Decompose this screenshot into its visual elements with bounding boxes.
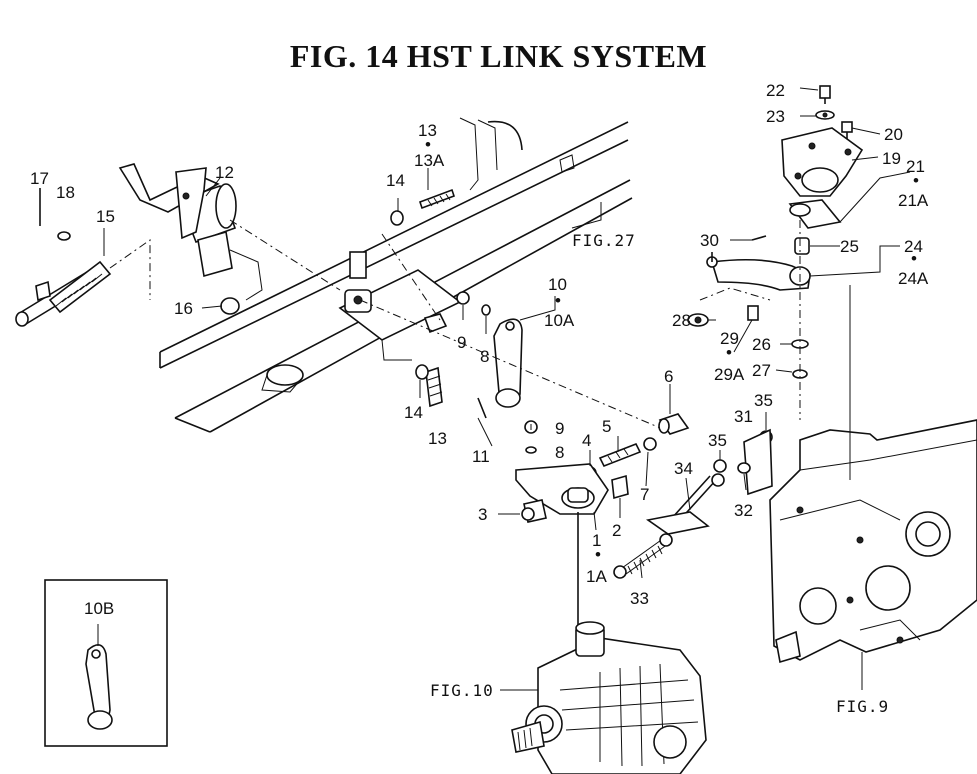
callout-8-upper: 8	[480, 347, 489, 366]
part-24-lever-arm	[706, 252, 811, 291]
callout-3: 3	[478, 505, 487, 524]
part-6-rod-end	[658, 413, 690, 435]
callout-34: 34	[674, 459, 693, 478]
inset-box-10b	[44, 579, 168, 747]
callout-25: 25	[840, 237, 859, 256]
callout-21: 21	[906, 157, 925, 176]
callout-29: 29	[720, 329, 739, 348]
part-30-pin	[751, 235, 767, 241]
part-8-washer-lower	[525, 446, 537, 454]
callout-8-lower: 8	[555, 443, 564, 462]
figure-title: FIG. 14 HST LINK SYSTEM	[289, 38, 708, 74]
part-35-nut-left	[713, 459, 727, 473]
part-5-turnbuckle	[598, 442, 642, 468]
callout-20: 20	[884, 125, 903, 144]
callout-10a-bullet: •	[555, 291, 561, 310]
part-3-ball-joint	[521, 499, 547, 523]
callout-27: 27	[752, 361, 771, 380]
part-9-nut-upper	[456, 291, 470, 305]
callout-22: 22	[766, 81, 785, 100]
callout-13-bottom: 13	[428, 429, 447, 448]
part-23-washer	[815, 110, 835, 120]
callout-29a-bullet: •	[726, 343, 732, 362]
callout-29a: 29A	[714, 365, 745, 384]
part-16-nut	[220, 297, 240, 315]
callout-14-top: 14	[386, 171, 405, 190]
callout-19: 19	[882, 149, 901, 168]
callout-32: 32	[734, 501, 753, 520]
callout-24a: 24A	[898, 269, 929, 288]
callout-26: 26	[752, 335, 771, 354]
callout-10b: 10B	[84, 599, 114, 618]
part-14-nut-bottom	[415, 364, 429, 380]
ref-fig9: FIG.9	[836, 697, 889, 716]
transaxle-housing	[769, 419, 977, 664]
callout-labels: 17 18 15 12 16 13 • 13A 14 FIG.27 10 • 1…	[30, 81, 929, 716]
part-21-lever	[788, 199, 842, 229]
ref-fig10: FIG.10	[430, 681, 494, 700]
part-18-washer	[57, 231, 71, 241]
part-11-pin	[477, 397, 487, 419]
callout-24a-bullet: •	[911, 249, 917, 268]
callout-9-lower: 9	[555, 419, 564, 438]
callout-5: 5	[602, 417, 611, 436]
callout-35-left: 35	[708, 431, 727, 450]
callout-18: 18	[56, 183, 75, 202]
callout-1: 1	[592, 531, 601, 550]
part-14-nut-top	[390, 210, 404, 226]
hst-pump-unit	[511, 621, 707, 774]
callout-31: 31	[734, 407, 753, 426]
callout-11: 11	[472, 447, 490, 466]
callout-16: 16	[174, 299, 193, 318]
part-28-nut	[687, 313, 709, 327]
part-19-bracket	[781, 127, 864, 197]
callout-15: 15	[96, 207, 115, 226]
part-34-shaft	[645, 473, 725, 535]
part-12-shaft-lever	[118, 163, 341, 312]
part-31-bracket	[743, 428, 773, 496]
part-10-link-rod	[493, 318, 523, 408]
callout-30: 30	[700, 231, 719, 250]
callout-17: 17	[30, 169, 49, 188]
part-7-nut	[643, 437, 657, 451]
callout-13a: 13A	[414, 151, 445, 170]
callout-33: 33	[630, 589, 649, 608]
part-33-spring	[613, 533, 673, 579]
callout-21a-bullet: •	[913, 171, 919, 190]
part-2-bolt	[611, 474, 629, 500]
callout-12: 12	[215, 163, 234, 182]
callout-23: 23	[766, 107, 785, 126]
callout-4: 4	[582, 431, 591, 450]
part-22-bolt	[819, 85, 831, 104]
callout-9-upper: 9	[457, 333, 466, 352]
part-32-bolt	[737, 462, 751, 474]
part-13-bolt-bottom	[425, 366, 443, 408]
part-15-spring-rod	[15, 239, 151, 327]
callout-13a-bullet: •	[425, 135, 431, 154]
callout-6: 6	[664, 367, 673, 386]
callout-35-right: 35	[754, 391, 773, 410]
part-29-bolt	[747, 305, 759, 321]
ref-fig27: FIG.27	[572, 231, 636, 250]
callout-10a: 10A	[544, 311, 575, 330]
callout-10: 10	[548, 275, 567, 294]
leader-lines	[103, 87, 911, 691]
callout-24: 24	[904, 237, 923, 256]
callout-1a: 1A	[586, 567, 607, 586]
part-25-bushing	[794, 237, 810, 255]
part-13-bolt-top	[418, 188, 456, 210]
callout-28: 28	[672, 311, 691, 330]
part-8-washer-upper	[481, 304, 491, 316]
callout-14-bottom: 14	[404, 403, 423, 422]
callout-7: 7	[640, 485, 649, 504]
callout-21a: 21A	[898, 191, 929, 210]
callout-13-top: 13	[418, 121, 437, 140]
callout-1a-bullet: •	[595, 545, 601, 564]
callout-2: 2	[612, 521, 621, 540]
